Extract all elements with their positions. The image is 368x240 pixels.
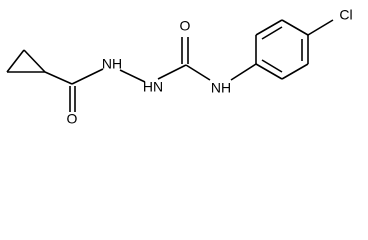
bond-cyclopropyl-3 [23, 49, 46, 73]
bond-ring-to-carbonyl [44, 71, 73, 85]
hn-label-1: HN [143, 79, 163, 95]
bond-carbonyl-to-nh [71, 68, 104, 85]
chemical-structure: O O NH HN NH Cl [6, 7, 353, 127]
bond-benzene-3 [281, 19, 309, 36]
bond-benzene-6 [255, 63, 283, 80]
bond-benzene-2 [255, 19, 283, 36]
bond-ring-to-chlorine [307, 19, 334, 36]
nh-label-1: NH [102, 56, 122, 72]
bond-benzene-5 [281, 63, 309, 80]
nh-label-2: NH [211, 80, 231, 96]
oxygen-label-1: O [67, 111, 78, 127]
oxygen-label-2: O [180, 18, 191, 34]
bond-benzene-inner-1 [261, 26, 283, 40]
bond-nh-to-ring [230, 63, 257, 81]
bond-urea-to-nh [185, 64, 211, 81]
bond-cyclopropyl-1 [6, 49, 25, 73]
bond-benzene-inner-3 [261, 59, 283, 73]
bond-hn-to-urea [157, 64, 187, 80]
chlorine-label: Cl [339, 7, 352, 23]
bond-nh-to-hn [119, 69, 146, 83]
